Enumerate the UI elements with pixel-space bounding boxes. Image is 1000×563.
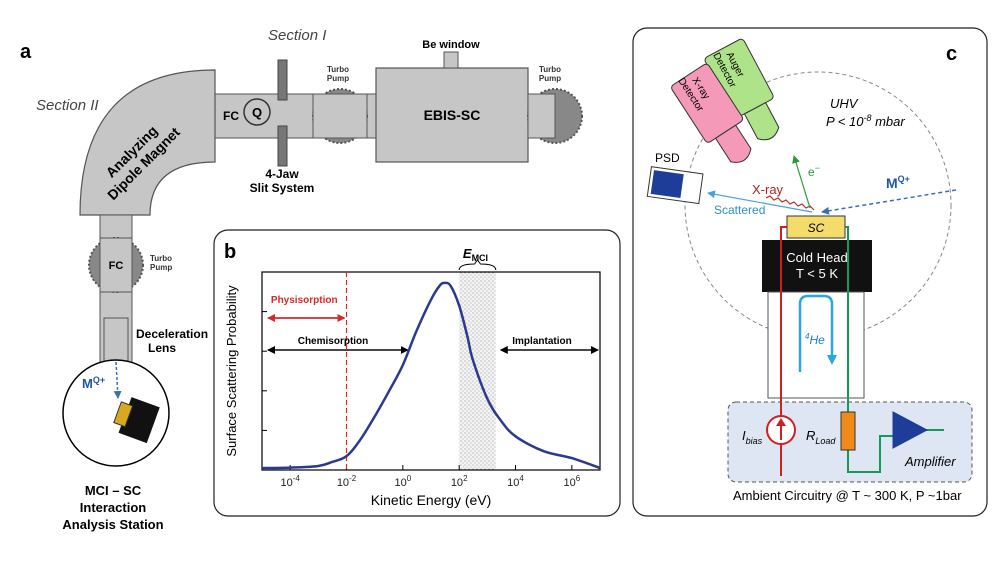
be-window <box>443 51 459 69</box>
panel-c: c UHV P < 10-8 mbar AugerDetector X-rayD… <box>632 27 988 517</box>
beam-arrow-a <box>113 361 122 399</box>
panel-a: a Section I Section II EBIS-SC Be window… <box>20 27 583 532</box>
chemisorption-label: Chemisorption <box>298 336 369 347</box>
fc-label-vertical: FC <box>109 260 124 272</box>
green-wire-bottom <box>847 435 900 473</box>
x-tick-label-5: 106 <box>563 474 580 489</box>
panel-b-frame <box>213 229 621 517</box>
x-tick-label-4: 104 <box>507 474 524 489</box>
target-holder <box>113 397 160 444</box>
xray-detector: X-rayDetector <box>671 63 752 163</box>
rload-label: RLoad <box>806 428 836 446</box>
helium-label: 4He <box>805 332 825 347</box>
section-i-label: Section I <box>268 27 326 44</box>
x-tick-label-0: 10-4 <box>280 474 300 489</box>
xray-label: X-ray <box>752 182 784 197</box>
fc-label-top: FC <box>223 109 239 123</box>
panel-c-letter: c <box>946 43 957 65</box>
be-window-label: Be window <box>422 39 480 51</box>
slit-jaw-bottom <box>277 125 288 167</box>
amplifier-triangle <box>892 411 929 449</box>
physisorption-label: Physisorption <box>271 295 338 306</box>
current-source-arrowhead <box>776 418 786 426</box>
scattered-label: Scattered <box>714 203 765 217</box>
turbo-pump-2 <box>527 88 583 144</box>
panel-b-letter: b <box>224 241 236 263</box>
uhv-chamber <box>684 71 952 339</box>
section-ii-label: Section II <box>36 97 99 114</box>
psd-detector <box>646 166 704 205</box>
scattered-ray <box>707 190 813 213</box>
green-wire-top <box>845 226 849 412</box>
x-tick-label-2: 100 <box>394 474 411 489</box>
emci-label: EMCI <box>463 246 488 263</box>
helium-flow <box>798 294 837 372</box>
red-wire <box>780 226 787 476</box>
uhv-label: UHV <box>830 96 859 111</box>
implantation-label: Implantation <box>512 336 571 347</box>
pressure-label: P < 10-8 mbar <box>826 113 905 129</box>
electron-label: e− <box>808 163 820 179</box>
beam-label-c: MQ+ <box>886 174 910 191</box>
amplifier-label: Amplifier <box>904 454 956 469</box>
x-axis-label: Kinetic Energy (eV) <box>371 492 492 508</box>
ebis-sc-label: EBIS-SC <box>424 107 481 123</box>
y-axis-label: Surface Scattering Probability <box>224 285 239 457</box>
slit-jaw-top <box>277 59 288 101</box>
plot-frame <box>261 271 601 471</box>
turbo-pump-3 <box>88 237 144 293</box>
auger-detector: AugerDetector <box>704 38 780 141</box>
beam-arrow-c <box>821 189 957 215</box>
series-line-0 <box>261 281 601 470</box>
xray-ray <box>765 195 815 211</box>
quadrupole-label: Q <box>252 105 262 120</box>
beam-label-a: MQ+ <box>82 375 105 391</box>
dipole-magnet <box>79 69 216 216</box>
panel-a-letter: a <box>20 41 32 63</box>
sc-label: SC <box>808 221 825 235</box>
quadrupole <box>243 98 271 126</box>
turbo-pump-1 <box>312 88 368 144</box>
load-resistor <box>840 411 856 451</box>
emci-brace <box>458 259 497 271</box>
x-tick-label-1: 10-2 <box>337 474 357 489</box>
ebis-sc-box <box>375 67 529 163</box>
x-tick-label-3: 102 <box>451 474 468 489</box>
ibias-label: Ibias <box>742 428 763 446</box>
electron-ray <box>792 155 811 209</box>
ambient-label: Ambient Circuitry @ T ~ 300 K, P ~1bar <box>733 488 962 503</box>
psd-label: PSD <box>655 151 680 165</box>
